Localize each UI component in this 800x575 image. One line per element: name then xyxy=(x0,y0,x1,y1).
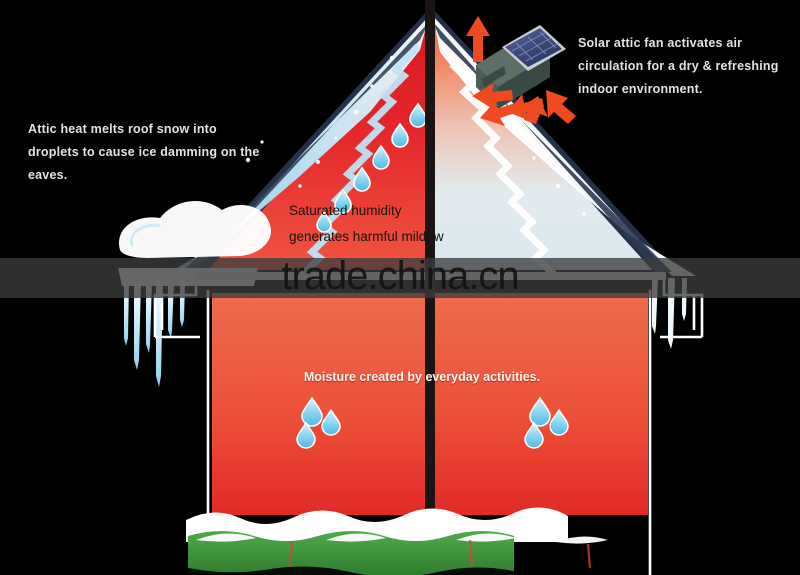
shrub-row xyxy=(188,531,514,575)
droplet-cluster-left xyxy=(296,396,341,449)
airflow-arrow-in-1 xyxy=(472,83,513,111)
airflow-arrows xyxy=(466,16,576,126)
attic-melt-droplets xyxy=(316,102,427,233)
solar-attic-fan xyxy=(474,25,566,109)
fan-vent-slot xyxy=(482,66,506,87)
callout-ice-damming: Attic heat melts roof snow into droplets… xyxy=(28,122,260,183)
watermark-text: trade.china.cn xyxy=(281,254,519,298)
shrub-snow-caps xyxy=(196,533,608,544)
ground-shadow xyxy=(180,566,531,575)
label-everyday-moisture: Moisture created by everyday activities. xyxy=(303,370,541,384)
airflow-arrow-out-2 xyxy=(546,90,576,124)
label-saturated-humidity: Saturated humidity generates harmful mil… xyxy=(289,203,444,245)
airflow-arrow-up-1 xyxy=(466,16,490,62)
snow-step-edge-right xyxy=(449,61,559,279)
callout-solar-fan: Solar attic fan activates air circulatio… xyxy=(578,36,779,97)
snow-step-edge-left xyxy=(297,43,421,279)
watermark-band xyxy=(0,258,800,298)
solar-panel xyxy=(502,25,566,71)
shrub-stems xyxy=(288,539,592,569)
droplet-cluster-right xyxy=(524,396,569,449)
airflow-arrow-out-1 xyxy=(520,96,548,124)
airflow-arrow-in-2 xyxy=(480,100,518,126)
